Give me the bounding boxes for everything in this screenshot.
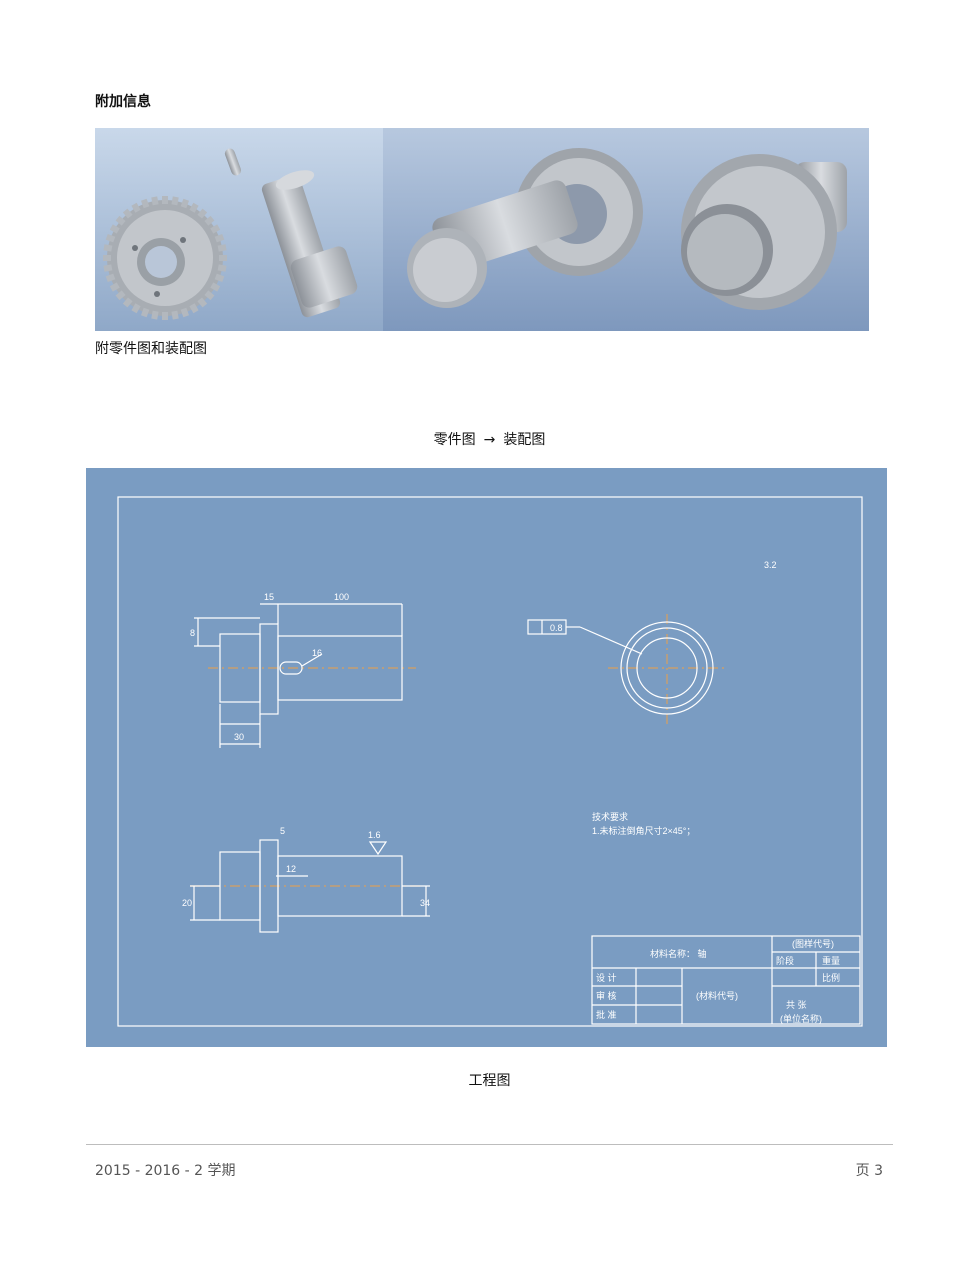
tb-weight: 重量 [822,955,840,966]
tb-sheet: 共 张 [786,1000,807,1010]
footer-divider [86,1144,893,1145]
title-block [591,935,861,1025]
tb-scale: 比例 [822,972,840,983]
tb-check: 审 核 [596,990,617,1001]
tb-name: (单位名称) [780,1013,822,1024]
footer-page-number: 页 3 [855,1163,883,1179]
shaft-part [261,170,358,318]
shaft-front-view [194,603,416,748]
dim-15: 15 [264,592,274,602]
gear-assembly-side [407,148,643,308]
tb-approve: 批 准 [596,1009,617,1020]
section-heading: 附加信息 [95,94,151,110]
footer-term: 2015 - 2016 - 2 学期 [95,1163,236,1179]
drawing-caption: 工程图 [468,1073,511,1089]
drawing-border [117,496,863,1027]
assembly-render-image [95,128,869,331]
dim-5: 5 [280,826,285,836]
gear-part [103,196,227,320]
shaft-lower-view [190,839,430,933]
assembly-caption: 附零件图和装配图 [95,341,207,357]
flow-from: 零件图 [433,432,476,448]
dim-8: 8 [190,628,195,638]
dim-12: 12 [286,864,296,874]
flow-to: 装配图 [503,432,546,448]
dim-100: 100 [334,592,349,602]
dim-16: 16 [312,648,322,658]
flow-caption: 零件图 → 装配图 [0,429,979,449]
roughness-1-6: 1.6 [368,830,381,840]
dim-34: 34 [420,898,430,908]
shaft-side-view [527,614,724,724]
engineering-drawing: 15 100 30 8 16 5 12 20 34 0.8 3.2 1.6 技术… [86,468,887,1047]
dim-20: 20 [182,898,192,908]
arrow-icon: → [483,432,496,448]
roughness-main: 3.2 [764,560,777,570]
tech-title: 技术要求 [592,811,628,822]
tb-stage: 阶段 [776,955,794,966]
tb-material: 材料名称： 轴 [650,948,707,959]
tb-unit: (材料代号) [696,990,738,1001]
key-part [224,148,242,176]
tb-drawing-no: (图样代号) [792,938,834,949]
tech-note: 1.未标注倒角尺寸2×45°； [592,825,695,836]
tb-design: 设 计 [596,972,617,983]
dim-30: 30 [234,732,244,742]
tolerance-value: 0.8 [550,623,563,633]
gear-assembled [681,154,847,310]
